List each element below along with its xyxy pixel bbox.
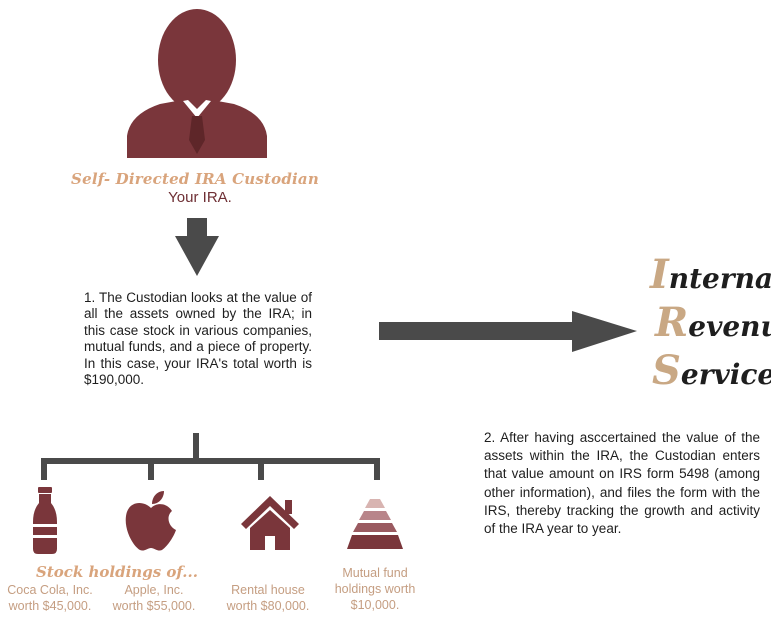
caption-line: $10,000. (350, 598, 400, 612)
caption-line: holdings worth (334, 582, 416, 596)
caption-line: worth $80,000. (226, 599, 310, 613)
bottle-icon (33, 487, 57, 554)
irs-initial: I (650, 251, 669, 298)
irs-line-service: Service (652, 351, 771, 391)
right-arrow (379, 311, 637, 352)
person-icon (127, 9, 267, 158)
pyramid-icon (347, 499, 403, 549)
tree-connector (41, 433, 380, 480)
irs-word: ervice (680, 358, 771, 391)
irs-line-internal: Internal (650, 255, 771, 295)
caption-line: Apple, Inc. (124, 583, 184, 597)
down-arrow (175, 218, 219, 276)
caption-line: Rental house (231, 583, 305, 597)
caption-line: worth $55,000. (112, 599, 196, 613)
holding-caption-apple: Apple, Inc. worth $55,000. (106, 582, 202, 614)
stock-holdings-heading: Stock holdings of... (36, 563, 198, 581)
house-icon (241, 496, 299, 550)
step2-text: 2. After having asccertained the value o… (484, 430, 760, 537)
irs-initial: R (655, 299, 689, 346)
step1-text: 1. The Custodian looks at the value of a… (84, 290, 312, 388)
apple-icon (125, 491, 176, 551)
custodian-title: Self- Directed IRA Custodian (71, 170, 319, 188)
holding-caption-mutual-fund: Mutual fund holdings worth $10,000. (322, 565, 428, 613)
irs-initial: S (652, 347, 681, 394)
caption-line: Coca Cola, Inc. (7, 583, 93, 597)
caption-line: worth $45,000. (8, 599, 92, 613)
holding-caption-rental-house: Rental house worth $80,000. (218, 582, 318, 614)
irs-word: evenue (688, 310, 771, 343)
irs-line-revenue: Revenue (655, 303, 771, 343)
caption-line: Mutual fund (342, 566, 408, 580)
holding-caption-coca-cola: Coca Cola, Inc. worth $45,000. (0, 582, 100, 614)
custodian-subtitle: Your IRA. (168, 189, 232, 206)
irs-word: nternal (668, 262, 771, 295)
